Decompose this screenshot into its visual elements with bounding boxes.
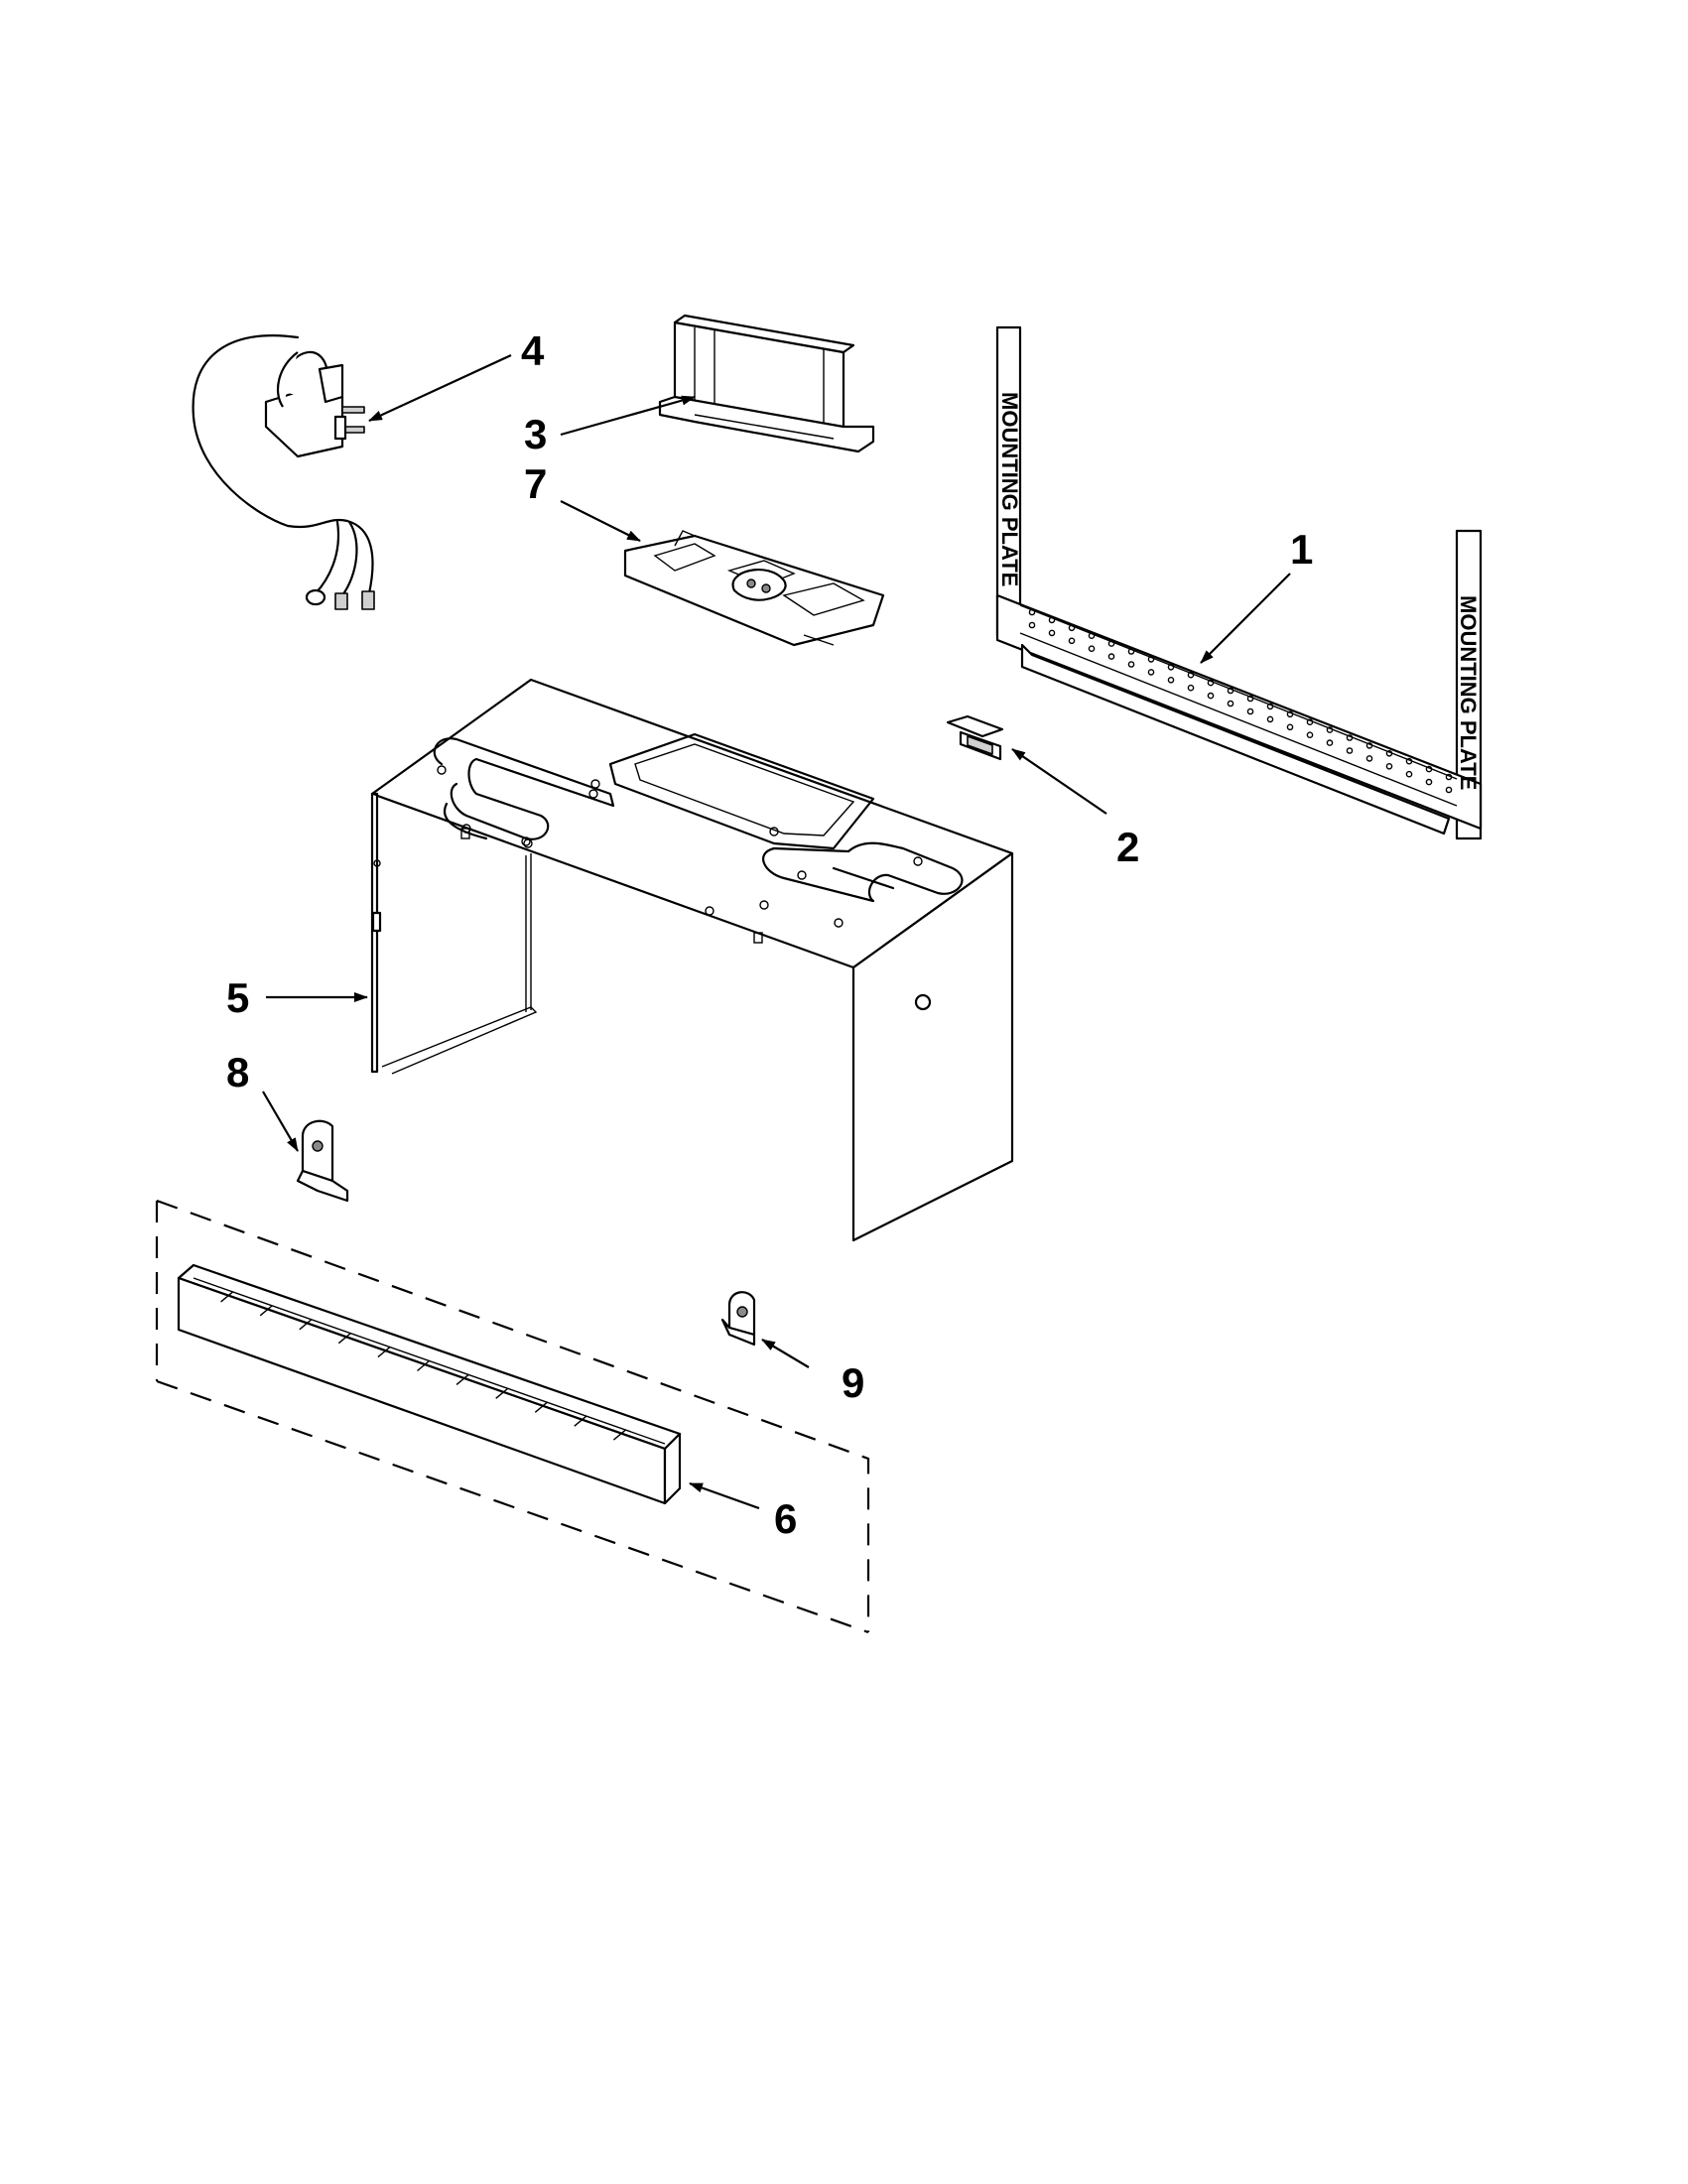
callout-2: 2 <box>1116 824 1139 870</box>
part-mounting-plate: MOUNTING PLATE MOUNTING PLATE <box>995 325 1483 840</box>
callout-5: 5 <box>226 974 249 1021</box>
plate-hole <box>1286 710 1294 718</box>
grille-slat <box>417 1359 430 1372</box>
assembly-dashed-outline <box>155 1199 870 1634</box>
plate-hole <box>1365 755 1373 762</box>
plate-hole <box>1306 731 1314 739</box>
plate-hole <box>1246 707 1254 715</box>
callout-3: 3 <box>524 411 547 457</box>
callout-numbers: 1 2 3 4 5 6 7 8 9 <box>226 327 1313 1542</box>
plate-hole <box>1227 700 1234 707</box>
callout-6: 6 <box>774 1495 797 1542</box>
callout-7: 7 <box>524 460 547 507</box>
grille-slat <box>299 1319 313 1331</box>
plate-hole <box>1306 718 1314 726</box>
grille-slat <box>612 1429 626 1441</box>
grille-slats <box>220 1291 626 1441</box>
plate-hole <box>1286 723 1294 731</box>
grille-slat <box>455 1373 469 1385</box>
callout-1: 1 <box>1290 526 1313 573</box>
plate-hole <box>1167 664 1175 671</box>
plate-hole <box>1365 742 1373 749</box>
callout-4: 4 <box>521 327 545 374</box>
plate-hole <box>1088 632 1096 640</box>
grille-slat <box>574 1415 587 1427</box>
plate-hole <box>1127 661 1135 668</box>
plate-hole <box>1445 786 1453 794</box>
plate-hole <box>1167 677 1175 684</box>
plate-hole <box>1346 747 1354 754</box>
plate-hole <box>1068 624 1076 632</box>
grille-slat <box>259 1305 273 1317</box>
plate-hole <box>1187 671 1195 679</box>
plate-hole <box>1385 763 1393 770</box>
plate-hole <box>1147 656 1155 663</box>
grille-slat <box>534 1401 548 1413</box>
plate-hole <box>1028 621 1036 629</box>
mounting-plate-label-left: MOUNTING PLATE <box>997 392 1022 586</box>
part-bracket-right <box>720 1291 756 1347</box>
plate-hole <box>1346 734 1354 741</box>
plate-hole <box>1405 757 1413 765</box>
plate-hole <box>1068 637 1076 645</box>
mounting-plate-label-right: MOUNTING PLATE <box>1456 595 1481 790</box>
plate-hole <box>1266 703 1274 710</box>
plate-hole <box>1147 669 1155 676</box>
plate-hole <box>1405 770 1413 778</box>
callout-9: 9 <box>842 1359 864 1406</box>
plate-hole <box>1207 679 1215 687</box>
callout-8: 8 <box>226 1049 249 1095</box>
part-vent-grille <box>177 1263 682 1505</box>
plate-hole <box>1445 773 1453 781</box>
plate-hole <box>1028 608 1036 616</box>
plate-hole <box>1246 695 1254 703</box>
grille-slat <box>377 1347 391 1358</box>
plate-hole <box>1127 648 1135 655</box>
part-cabinet-wrapper <box>370 678 1014 1242</box>
plate-hole <box>1326 726 1334 733</box>
grille-slat <box>220 1291 234 1303</box>
leader-lines <box>262 354 1291 1510</box>
part-damper-bracket <box>658 314 875 453</box>
grille-slat <box>337 1333 351 1345</box>
plate-hole <box>1048 616 1056 624</box>
plate-hole <box>1385 750 1393 757</box>
plate-hole <box>1187 684 1195 692</box>
grille-slat <box>495 1387 509 1399</box>
plate-hole <box>1425 765 1433 773</box>
part-power-cord <box>192 334 375 610</box>
plate-hole <box>1107 640 1115 647</box>
plate-hole <box>1207 692 1215 700</box>
plate-hole <box>1088 645 1096 653</box>
mounting-plate-holes <box>1028 608 1453 794</box>
plate-hole <box>1266 715 1274 723</box>
plate-hole <box>1107 653 1115 660</box>
part-bracket-left <box>296 1119 349 1203</box>
plate-hole <box>1326 739 1334 746</box>
part-clip <box>946 714 1004 761</box>
part-control-plate <box>623 530 885 647</box>
plate-hole <box>1227 687 1234 695</box>
plate-hole <box>1425 778 1433 786</box>
plate-hole <box>1048 629 1056 637</box>
